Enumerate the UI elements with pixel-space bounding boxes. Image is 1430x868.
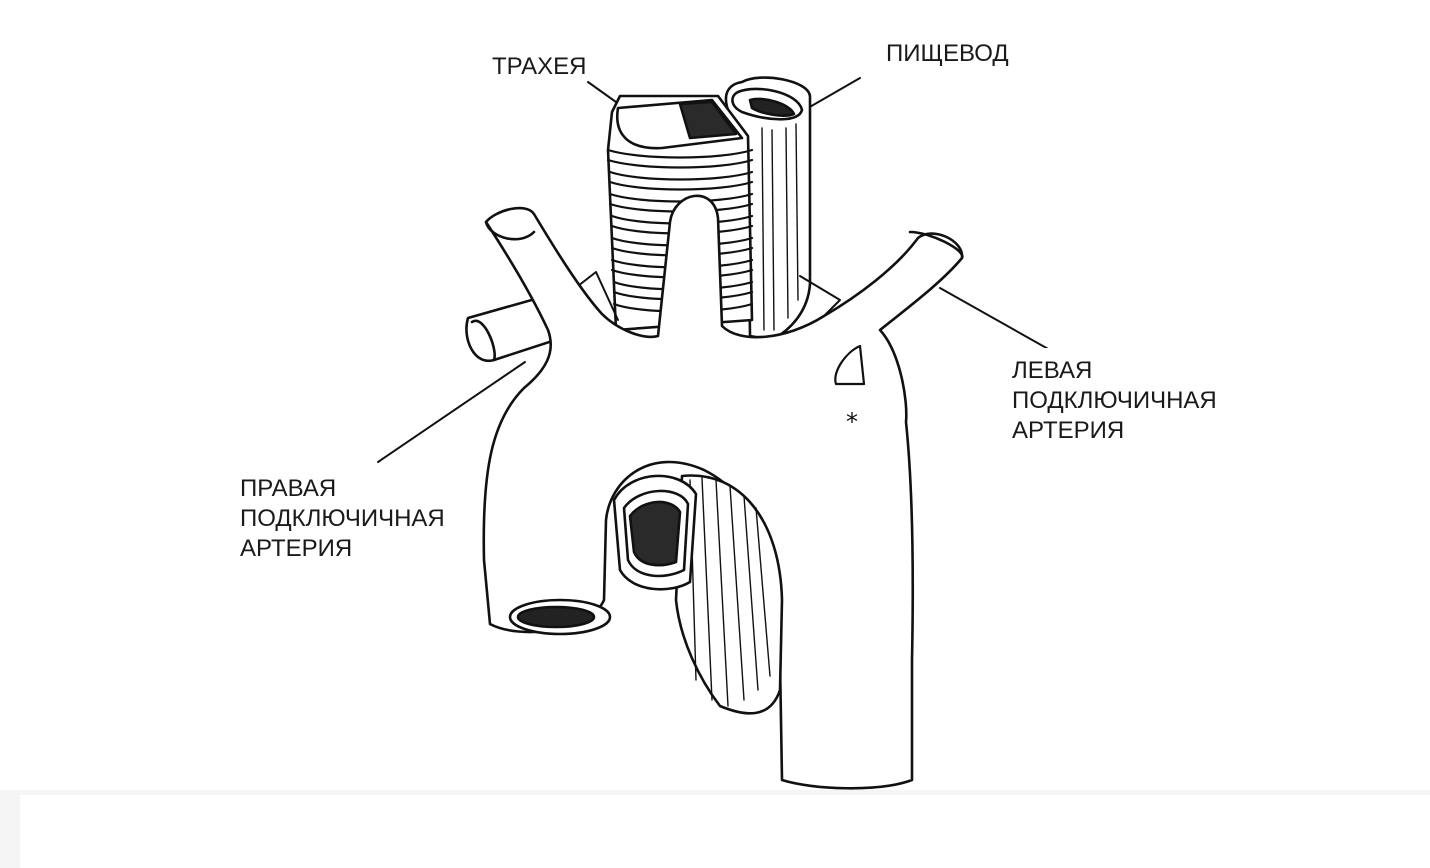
trachea-label: ТРАХЕЯ: [492, 53, 587, 80]
figure: * ТРАХЕЯ ПИЩЕВОД ЛЕВАЯ ПОДКЛЮЧИЧНАЯ АРТЕ…: [222, 34, 1222, 790]
left-subclavian-label: ЛЕВАЯ ПОДКЛЮЧИЧНАЯ АРТЕРИЯ: [1012, 357, 1217, 444]
asterisk-marker: *: [846, 408, 858, 436]
left-subclavian-notch: [834, 344, 866, 386]
aortic-arch-drawing: *: [377, 76, 1051, 790]
left-subclavian-label-box: ЛЕВАЯ ПОДКЛЮЧИЧНАЯ АРТЕРИЯ: [948, 348, 1222, 444]
ascending-aorta-opening: [508, 598, 612, 636]
esophagus-label: ПИЩЕВОД: [886, 40, 1009, 67]
aortic-arch-shape: [482, 194, 964, 790]
trachea-label-box: ТРАХЕЯ: [478, 50, 684, 80]
right-subclavian-label-box: ПРАВАЯ ПОДКЛЮЧИЧНАЯ АРТЕРИЯ: [222, 468, 474, 568]
bottom-margin: [20, 795, 1430, 868]
esophagus-label-box: ПИЩЕВОД: [780, 34, 1060, 74]
pulmonary-ring: [612, 474, 698, 591]
right-subclavian-label: ПРАВАЯ ПОДКЛЮЧИЧНАЯ АРТЕРИЯ: [240, 475, 445, 562]
